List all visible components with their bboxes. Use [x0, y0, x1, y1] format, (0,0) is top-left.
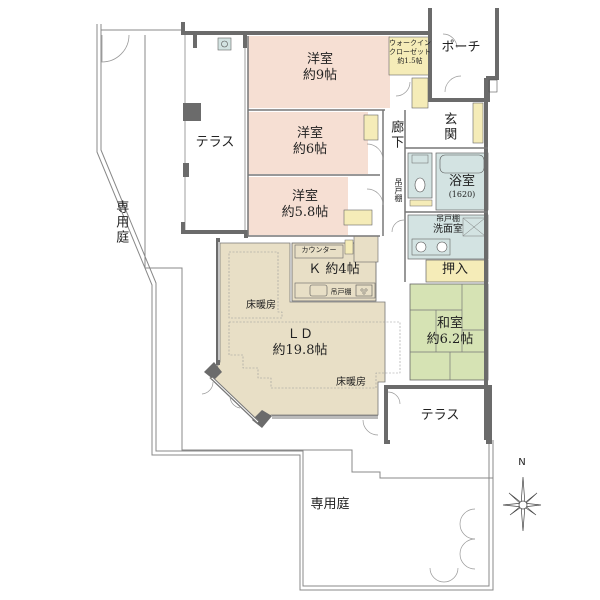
room-label-walkin-closet: ウォークイン クローゼット 約1.5帖	[389, 39, 431, 65]
room-name: 洗面室	[433, 224, 463, 235]
terrace-left	[183, 32, 246, 234]
walls	[181, 8, 499, 440]
room-size: 約6.2帖	[426, 332, 474, 348]
western-room-1	[248, 36, 390, 108]
closet-shelf	[343, 209, 373, 226]
label-garden-left: 専用庭	[113, 200, 129, 245]
washitsu	[409, 283, 489, 381]
kitchen	[291, 235, 379, 302]
label-counter: カウンター	[301, 246, 337, 254]
cabinet-note: 吊戸棚	[436, 214, 460, 223]
closet-shelf	[411, 77, 429, 109]
western-room-2	[248, 112, 368, 174]
label-garden-bottom: 専用庭	[310, 497, 350, 512]
compass-north-label: N	[518, 457, 526, 468]
room-label-oshiire: 押入	[441, 262, 468, 277]
label-terrace-left: テラス	[195, 135, 235, 150]
floor-heating-area	[228, 251, 401, 389]
room-size: 約5.8帖	[281, 205, 329, 221]
room-name: 洋室	[296, 126, 323, 141]
room-name: ＬＤ	[286, 327, 313, 342]
closet-size: 約1.5帖	[397, 56, 423, 65]
room-label-yoshitsu-1: 洋室 約9帖	[290, 52, 350, 85]
shoe-cabinet	[472, 102, 484, 144]
garden-door-icon	[101, 34, 130, 63]
bay-corner-wall	[252, 410, 272, 428]
partitions	[247, 36, 488, 282]
label-hall-cabinet: 吊戸棚	[394, 178, 403, 202]
meter-box	[488, 79, 498, 93]
room-size: 約6帖	[292, 142, 328, 158]
terrace-right	[384, 385, 492, 445]
room-label-yoshitsu-3: 洋室 約5.8帖	[270, 189, 340, 222]
bay-corner-wall	[204, 362, 222, 380]
door-swings	[201, 33, 476, 583]
room-name: 洋室	[306, 52, 333, 67]
room-name: 浴室	[448, 174, 475, 189]
room-label-genkan: 玄関	[441, 112, 457, 142]
label-terrace-right: テラス	[420, 408, 460, 423]
room-label-roka: 廊下	[388, 120, 404, 150]
room-label-yoshitsu-2: 洋室 約6帖	[280, 126, 340, 159]
room-size: (1620)	[448, 190, 476, 200]
label-floor-heating-1: 床暖房	[246, 300, 276, 311]
room-name: 洋室	[291, 189, 318, 204]
closet-label: ウォークイン	[389, 39, 431, 47]
room-label-kitchen: Ｋ 約4帖	[308, 262, 360, 277]
room-label-porch: ポーチ	[441, 40, 481, 55]
label-floor-heating-2: 床暖房	[336, 377, 366, 388]
room-label-bath: 浴室 (1620)	[436, 174, 488, 200]
label-kitchen-cabinet: 吊戸棚	[330, 288, 352, 296]
room-label-ld: ＬＤ 約19.8帖	[260, 327, 340, 360]
compass-icon	[502, 476, 542, 532]
room-size: 約9帖	[302, 68, 338, 84]
room-name: 和室	[436, 316, 463, 331]
private-garden-outline	[96, 24, 494, 591]
walkin-closet	[388, 36, 432, 76]
wet-area	[407, 152, 489, 260]
closet-label: クローゼット	[389, 47, 431, 56]
room-size: 約19.8帖	[272, 343, 328, 359]
room-label-washitsu: 和室 約6.2帖	[415, 316, 485, 349]
western-room-3	[248, 177, 348, 235]
room-label-senmen: 吊戸棚 洗面室	[425, 214, 471, 237]
closet-shelf	[363, 114, 379, 141]
bay-window	[211, 377, 259, 423]
